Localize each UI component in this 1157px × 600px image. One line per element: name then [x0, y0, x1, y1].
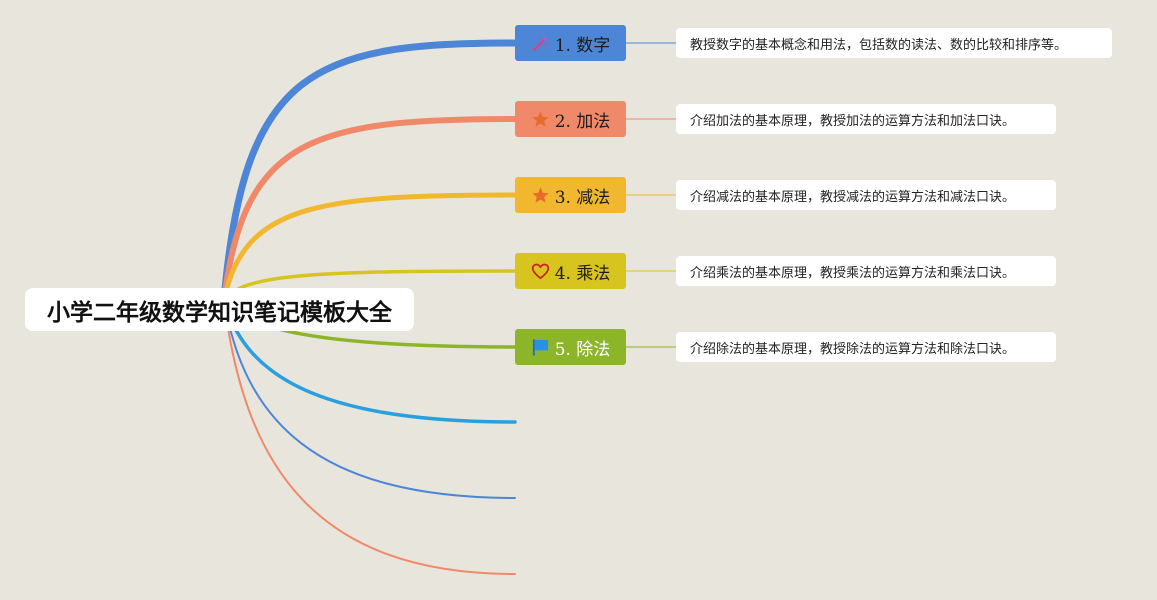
topic-label: 4. 乘法	[554, 263, 611, 284]
heart-icon	[531, 262, 550, 281]
star-icon	[531, 186, 550, 205]
topic-note-3[interactable]: 介绍减法的基本原理，教授减法的运算方法和减法口诀。	[676, 180, 1056, 210]
topic-4[interactable]: 4. 乘法	[515, 253, 626, 289]
empty-branch-3	[223, 299, 516, 575]
star-icon	[531, 110, 550, 129]
topic-3[interactable]: 3. 减法	[515, 177, 626, 213]
topic-label: 3. 减法	[554, 187, 611, 208]
flag-icon	[531, 338, 550, 357]
topic-1[interactable]: 1. 数字	[515, 25, 626, 61]
topic-5[interactable]: 5. 除法	[515, 329, 626, 365]
topic-note-2[interactable]: 介绍加法的基本原理，教授加法的运算方法和加法口诀。	[676, 104, 1056, 134]
topic-note-text: 介绍除法的基本原理，教授除法的运算方法和除法口诀。	[690, 341, 1016, 357]
magic-wand-icon	[531, 34, 550, 53]
empty-branch-2	[223, 299, 516, 499]
central-topic[interactable]: 小学二年级数学知识笔记模板大全	[25, 288, 414, 331]
topic-label: 1. 数字	[554, 35, 611, 56]
topic-label: 5. 除法	[554, 339, 611, 360]
topic-note-text: 教授数字的基本概念和用法，包括数的读法、数的比较和排序等。	[690, 37, 1068, 53]
topic-note-text: 介绍减法的基本原理，教授减法的运算方法和减法口诀。	[690, 189, 1016, 205]
central-topic-label: 小学二年级数学知识笔记模板大全	[47, 299, 392, 326]
topic-label: 2. 加法	[554, 111, 611, 132]
topic-note-1[interactable]: 教授数字的基本概念和用法，包括数的读法、数的比较和排序等。	[676, 28, 1112, 58]
topic-note-text: 介绍加法的基本原理，教授加法的运算方法和加法口诀。	[690, 113, 1016, 129]
branch-1	[220, 39, 519, 304]
topic-2[interactable]: 2. 加法	[515, 101, 626, 137]
topic-note-5[interactable]: 介绍除法的基本原理，教授除法的运算方法和除法口诀。	[676, 332, 1056, 362]
topic-note-4[interactable]: 介绍乘法的基本原理，教授乘法的运算方法和乘法口诀。	[676, 256, 1056, 286]
branch-2	[221, 116, 518, 303]
topic-note-text: 介绍乘法的基本原理，教授乘法的运算方法和乘法口诀。	[690, 265, 1016, 281]
branch-3	[221, 192, 518, 303]
